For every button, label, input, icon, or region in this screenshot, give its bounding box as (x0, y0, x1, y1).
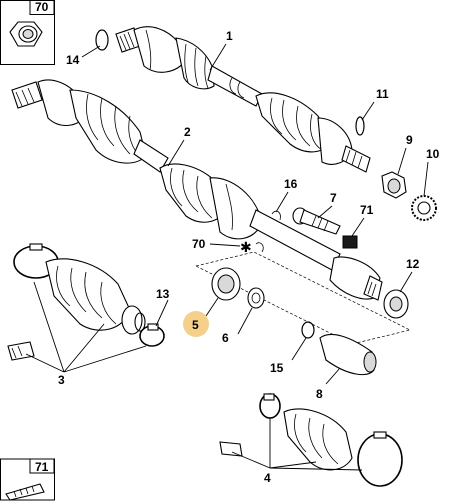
callout-9: 9 (406, 133, 413, 147)
boot-kit-4 (219, 393, 403, 487)
callouts: 14 1 11 2 9 10 16 7 71 70 12 13 5 6 3 15… (58, 29, 440, 485)
callout-71-mid: 71 (360, 203, 374, 217)
callout-15: 15 (270, 361, 284, 375)
callout-7: 7 (330, 191, 337, 205)
callout-1: 1 (226, 29, 233, 43)
callout-10: 10 (426, 147, 440, 161)
callout-5-highlight (183, 311, 209, 337)
callout-11: 11 (376, 87, 389, 101)
callout-8: 8 (316, 387, 323, 401)
driveshaft-2 (11, 79, 383, 301)
inset-top-left: 70 (0, 0, 55, 65)
callout-12: 12 (406, 257, 420, 271)
hub-nut-9-icon (381, 171, 407, 199)
circlip-14-icon (95, 29, 109, 51)
callout-13: 13 (156, 287, 170, 301)
grease-sachet-icon (219, 441, 243, 457)
callout-4: 4 (264, 471, 271, 485)
bolt-icon (5, 483, 45, 501)
exploded-view-box (194, 251, 412, 345)
marker-71-icon (342, 235, 358, 249)
circlip-15-icon (301, 321, 315, 339)
nut-icon (9, 21, 43, 47)
toothed-washer-10-icon (411, 195, 437, 221)
sleeve-8-icon (319, 334, 377, 376)
clamp-large-icon (357, 433, 403, 487)
boot-kit-3 (7, 243, 165, 361)
bearing-5-icon (211, 267, 241, 301)
leader-lines (25, 43, 429, 471)
callout-16: 16 (284, 177, 298, 191)
callout-71-bottom: 71 (35, 460, 49, 474)
washer-12-icon (383, 289, 409, 319)
callout-14: 14 (66, 53, 80, 67)
bolt-7-icon (292, 207, 341, 235)
inset-bottom-left: 71 (0, 458, 55, 501)
callout-6: 6 (222, 331, 229, 345)
callout-2: 2 (184, 125, 191, 139)
circlip-13-icon (134, 312, 146, 332)
callout-5: 5 (192, 318, 199, 332)
grease-sachet-icon (7, 341, 35, 361)
seal-6-icon (247, 287, 265, 309)
marker-70-star-icon: ✱ (240, 240, 252, 256)
callout-70-top: 70 (35, 0, 49, 14)
callout-70-mid: 70 (192, 237, 206, 251)
driveshaft-1 (115, 26, 371, 173)
clip-16-icon (271, 210, 281, 221)
callout-3: 3 (58, 373, 65, 387)
snap-ring-11-icon (355, 116, 365, 136)
